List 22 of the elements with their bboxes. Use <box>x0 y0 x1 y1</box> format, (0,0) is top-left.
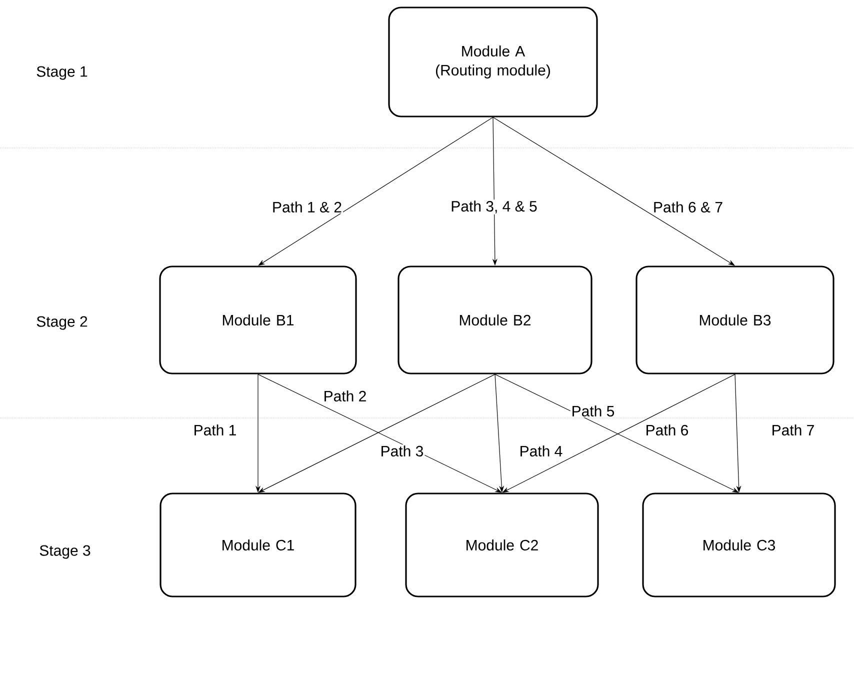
edge-label: Path 6 & 7 <box>652 200 724 214</box>
stage-label: Stage 1 <box>36 66 88 80</box>
edge-label: Path 5 <box>570 404 616 418</box>
edge-label: Path 7 <box>770 424 816 436</box>
module-box: Module B3 <box>636 266 834 374</box>
module-box: Module B1 <box>159 266 357 374</box>
module-box: Module C2 <box>405 492 599 598</box>
edge-label: Path 6 <box>644 424 690 436</box>
edge-label: Path 1 <box>192 424 238 436</box>
edge-label: Path 2 <box>322 389 368 402</box>
edge-label: Path 1 & 2 <box>270 200 344 214</box>
edge-label: Path 3 <box>379 444 425 458</box>
module-box: Module C1 <box>160 492 356 598</box>
edge-label: Path 3, 4 & 5 <box>450 200 538 214</box>
arrow <box>492 117 735 266</box>
stage-label: Stage 3 <box>40 545 90 559</box>
module-box: Module B2 <box>398 266 592 374</box>
arrow <box>258 117 494 266</box>
module-box: Module C3 <box>642 492 836 598</box>
stage-label: Stage 2 <box>36 316 88 330</box>
edge-label: Path 4 <box>518 444 564 458</box>
module-box: Module A (Routing module) <box>388 6 598 118</box>
